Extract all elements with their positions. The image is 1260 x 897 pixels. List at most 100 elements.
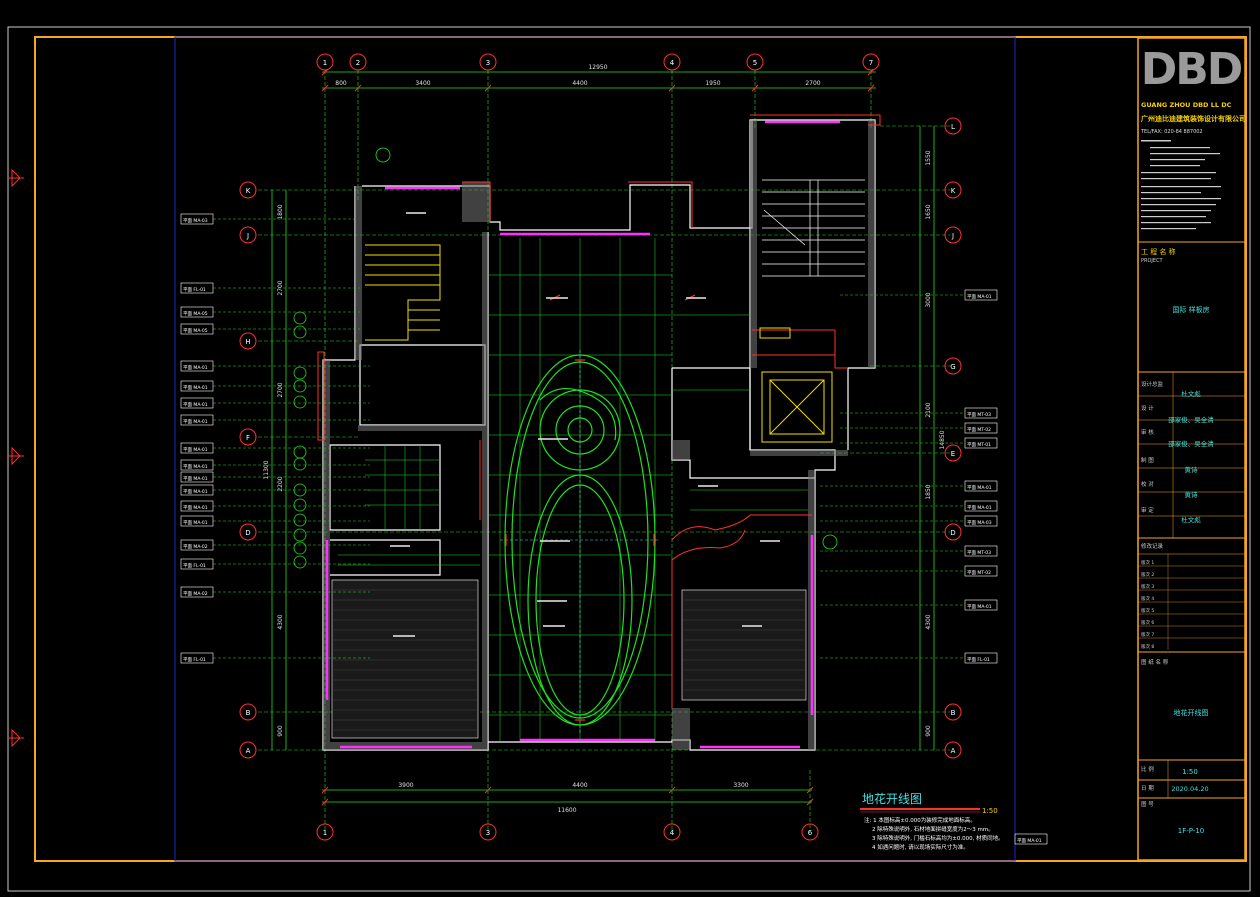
sheet-outer-frame [7, 26, 1251, 892]
company-name-cn: 广州迪比迪建筑装饰设计有限公司 [1141, 114, 1246, 123]
right-tag-1: 平面 MA-01 [967, 294, 992, 300]
axis-bottom-6: 6 [808, 829, 813, 837]
right-total-dim: 14850 [939, 430, 946, 449]
revision-1: 版次 1 [1141, 559, 1154, 566]
viewport-frame [174, 36, 1016, 862]
left-tag-6: 平面 MA-01 [183, 385, 208, 391]
right-dim-3: 3000 [925, 292, 932, 307]
axis-top-5: 5 [753, 59, 757, 67]
axis-right-A: A [951, 747, 956, 755]
axis-top-4: 4 [670, 59, 675, 67]
right-dim-7: 900 [925, 725, 932, 737]
top-dim-2: 3400 [415, 80, 430, 87]
axis-right-J: J [951, 232, 954, 240]
row-value-design: 邵家俊、吴全清 [1168, 415, 1214, 424]
left-tag-5: 平面 MA-01 [183, 365, 208, 371]
right-dim-2: 1650 [925, 204, 932, 219]
left-tag-18: 平面 FL-01 [183, 657, 206, 663]
title-block-rows: 设计总监 杜文彪 设 计 邵家俊、吴全清 审 核 邵家俊、吴全清 制 图 黄诗 … [1141, 380, 1214, 835]
windows [325, 120, 840, 749]
axis-bottom-4: 4 [670, 829, 675, 837]
axis-left-K: K [246, 187, 251, 195]
top-dim-5: 2700 [805, 80, 820, 87]
bottom-tag: 平面 MA-01 [1017, 838, 1042, 844]
axis-top-2: 2 [356, 59, 360, 67]
project-name: 国际 样板房 [1172, 305, 1209, 314]
right-dim-6: 4300 [925, 614, 932, 629]
axis-top-3: 3 [486, 59, 490, 67]
drawing-scale: 1:50 [982, 807, 998, 815]
left-dim-4: 2200 [277, 476, 284, 491]
revision-8: 版次 8 [1141, 643, 1154, 650]
right-dim-1: 1550 [925, 150, 932, 165]
left-tag-2: 平面 FL-01 [183, 287, 206, 293]
revision-4: 版次 4 [1141, 595, 1154, 602]
drawing-title: 地花开线图 [862, 791, 922, 806]
axis-left-F: F [246, 434, 250, 442]
right-tag-2: 平面 MT-03 [967, 412, 991, 418]
room-annotations [390, 212, 780, 637]
top-dim-1: 800 [335, 80, 347, 87]
left-tag-4: 平面 MA-05 [183, 328, 208, 334]
left-dim-6: 900 [277, 725, 284, 737]
note-1: 注: 1 本图标高±0.000为装修完成地面标高。 [864, 816, 976, 824]
left-tag-8: 平面 MA-01 [183, 419, 208, 425]
left-dim-1: 1800 [277, 204, 284, 219]
row-value-design-director: 杜文彪 [1181, 389, 1201, 398]
medallion-centerlines [500, 350, 660, 735]
bottom-tag-box [1014, 833, 1048, 845]
axis-right-K: K [951, 187, 956, 195]
left-total-dim: 11300 [263, 460, 270, 479]
note-4: 4 如遇问题时, 请以现场实际尺寸为准。 [872, 843, 969, 851]
right-tag-5: 平面 MA-01 [967, 485, 992, 491]
bottom-dim-2: 4400 [572, 782, 587, 789]
row-value-review: 邵家俊、吴全清 [1168, 439, 1214, 448]
row-value-approve: 杜文彪 [1181, 515, 1201, 524]
sheet-border [34, 36, 1247, 862]
note-2: 2 除特殊说明外, 石材地面拼缝宽度为2～3 mm。 [872, 825, 994, 833]
bottom-dim-1: 3900 [398, 782, 413, 789]
revision-6: 版次 6 [1141, 619, 1154, 626]
date-value: 2020.04.20 [1171, 785, 1208, 793]
top-dim-4: 1950 [705, 80, 720, 87]
scale-label: 比 例 [1141, 765, 1154, 773]
left-material-tags: 平面 MA-03 平面 FL-01 平面 MA-05 平面 MA-05 平面 M… [180, 213, 370, 664]
row-label-approve: 审 定 [1141, 506, 1154, 514]
revision-title: 修改记录 [1141, 542, 1164, 550]
axis-left-J: J [246, 232, 249, 240]
left-tag-9: 平面 MA-01 [183, 447, 208, 453]
company-tel: TEL/FAX: 020-84 887002 [1140, 129, 1203, 135]
top-total-dim: 12950 [588, 64, 607, 71]
title-block [1137, 37, 1246, 861]
axis-labels: 1 2 3 4 5 7 1 3 4 6 K J H F D B A L K J … [245, 59, 955, 837]
left-tag-13: 平面 MA-01 [183, 505, 208, 511]
company-logo: DBD [1141, 44, 1242, 95]
note-3: 3 除特殊说明外, 门槛石标高均为±0.000, 材质同地。 [872, 834, 1004, 842]
revision-3: 版次 3 [1141, 583, 1154, 590]
axis-bottom-1: 1 [323, 829, 327, 837]
stair-lines [762, 179, 865, 277]
left-tag-10: 平面 MA-01 [183, 464, 208, 470]
revision-2: 版次 2 [1141, 571, 1154, 578]
right-tag-8: 平面 MT-03 [967, 550, 991, 556]
right-dim-5: 1850 [925, 484, 932, 499]
bedroom-hatch [331, 579, 807, 739]
left-tag-14: 平面 MA-01 [183, 520, 208, 526]
row-label-review: 审 核 [1141, 428, 1154, 436]
revision-7: 版次 7 [1141, 631, 1154, 638]
top-dim-3: 4400 [572, 80, 587, 87]
dimension-texts: 12950 800 3400 4400 1950 2700 3900 4400 … [335, 64, 821, 814]
axis-left-A: A [246, 747, 251, 755]
right-dim-4: 2100 [925, 402, 932, 417]
dimension-lines [271, 71, 935, 803]
row-value-drafting: 黄诗 [1185, 465, 1199, 474]
right-material-tags: 平面 MA-01 平面 MT-03 平面 MT-02 平面 MT-01 平面 M… [820, 289, 998, 664]
left-tag-7: 平面 MA-01 [183, 402, 208, 408]
left-tag-15: 平面 MA-02 [183, 544, 208, 550]
scale-value: 1:50 [1182, 768, 1198, 776]
dimension-ticks [321, 68, 875, 806]
drawing-name-label: 图 纸 名 称 [1141, 658, 1169, 666]
left-tag-17: 平面 MA-02 [183, 591, 208, 597]
medallion-markers [505, 294, 696, 721]
bottom-dim-3: 3300 [733, 782, 748, 789]
